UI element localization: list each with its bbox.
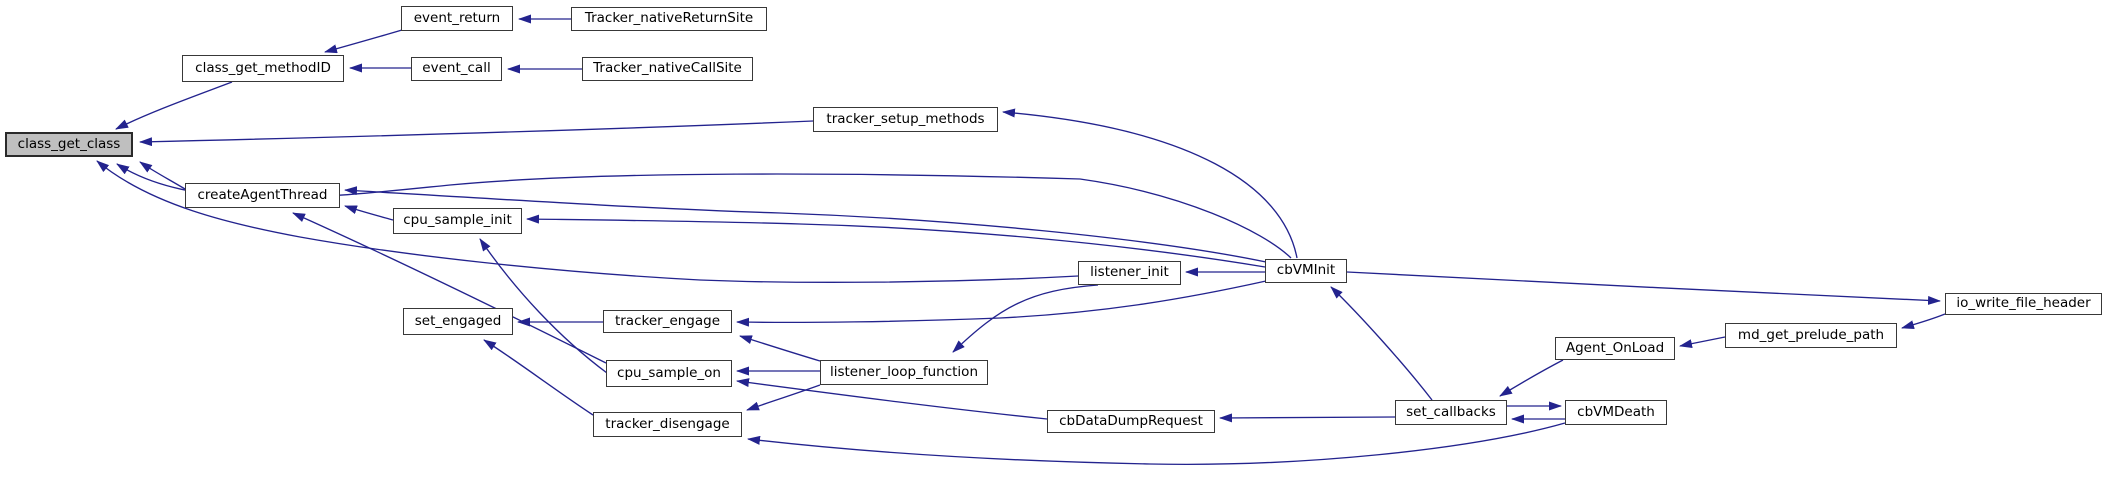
edge-event_return-to-class_get_methodID — [324, 29, 403, 54]
graph-node-io_write_file_header[interactable]: io_write_file_header — [1945, 293, 2102, 315]
edge-cbDataDumpRequest-to-cpu_sample_on — [736, 378, 1048, 420]
graph-node-class_get_methodID[interactable]: class_get_methodID — [182, 55, 344, 82]
edge-listener_init-to-listener_loop_function — [952, 284, 1099, 353]
graph-node-tracker_setup_methods[interactable]: tracker_setup_methods — [813, 107, 998, 132]
graph-node-set_callbacks[interactable]: set_callbacks — [1395, 400, 1507, 425]
graph-node-listener_init[interactable]: listener_init — [1078, 261, 1181, 285]
graph-node-cbDataDumpRequest[interactable]: cbDataDumpRequest — [1047, 410, 1215, 433]
edge-cbVMInit-to-createAgentThread — [344, 186, 1267, 263]
graph-node-tracker_engage[interactable]: tracker_engage — [603, 310, 732, 333]
edge-cpu_sample_init-to-createAgentThread — [344, 205, 394, 221]
graph-node-Agent_OnLoad[interactable]: Agent_OnLoad — [1555, 337, 1675, 360]
graph-node-Tracker_nativeCallSite[interactable]: Tracker_nativeCallSite — [582, 57, 753, 81]
edge-cpu_sample_on-to-createAgentThread — [292, 212, 607, 364]
graph-node-event_call[interactable]: event_call — [411, 57, 502, 81]
edge-cpu_sample_on-to-cpu_sample_init — [479, 238, 608, 374]
graph-node-Tracker_nativeReturnSite[interactable]: Tracker_nativeReturnSite — [571, 7, 767, 31]
edge-md_get_prelude_path-to-Agent_OnLoad — [1679, 336, 1726, 349]
edge-cbVMInit-to-class_get_class — [116, 163, 1292, 259]
edge-io_write_file_header-to-md_get_prelude_path — [1901, 313, 1946, 330]
edge-set_callbacks-to-cbVMInit — [1330, 286, 1433, 401]
edge-createAgentThread-to-class_get_class — [139, 161, 186, 190]
graph-node-createAgentThread[interactable]: createAgentThread — [185, 183, 340, 208]
edge-tracker_disengage-to-set_engaged — [483, 339, 594, 416]
edge-listener_loop_function-to-tracker_disengage — [746, 384, 821, 411]
edge-listener_loop_function-to-tracker_engage — [739, 335, 821, 362]
graph-node-tracker_disengage[interactable]: tracker_disengage — [593, 412, 742, 437]
graph-node-cpu_sample_on[interactable]: cpu_sample_on — [606, 360, 732, 387]
edge-class_get_methodID-to-class_get_class — [115, 81, 233, 130]
graph-node-md_get_prelude_path[interactable]: md_get_prelude_path — [1725, 323, 1897, 348]
graph-node-cbVMInit[interactable]: cbVMInit — [1265, 259, 1347, 283]
graph-node-listener_loop_function[interactable]: listener_loop_function — [820, 360, 988, 385]
graph-node-cpu_sample_init[interactable]: cpu_sample_init — [393, 208, 522, 234]
edge-cbVMInit-to-io_write_file_header — [1346, 271, 1941, 305]
edge-cbVMDeath-to-tracker_disengage — [747, 422, 1566, 465]
edge-Agent_OnLoad-to-set_callbacks — [1499, 359, 1564, 397]
edge-listener_init-to-class_get_class — [96, 160, 1079, 284]
graph-node-set_engaged[interactable]: set_engaged — [403, 308, 513, 335]
edge-set_callbacks-to-cbDataDumpRequest — [1219, 413, 1396, 423]
edge-cbVMInit-to-tracker_setup_methods — [1002, 108, 1298, 259]
edge-cbVMInit-to-cpu_sample_init — [526, 214, 1266, 268]
graph-node-event_return[interactable]: event_return — [401, 6, 513, 31]
edge-tracker_setup_methods-to-class_get_class — [139, 120, 814, 147]
edge-cbVMInit-to-tracker_engage — [736, 280, 1267, 327]
graph-node-cbVMDeath[interactable]: cbVMDeath — [1565, 400, 1667, 425]
graph-node-class_get_class[interactable]: class_get_class — [5, 132, 133, 157]
